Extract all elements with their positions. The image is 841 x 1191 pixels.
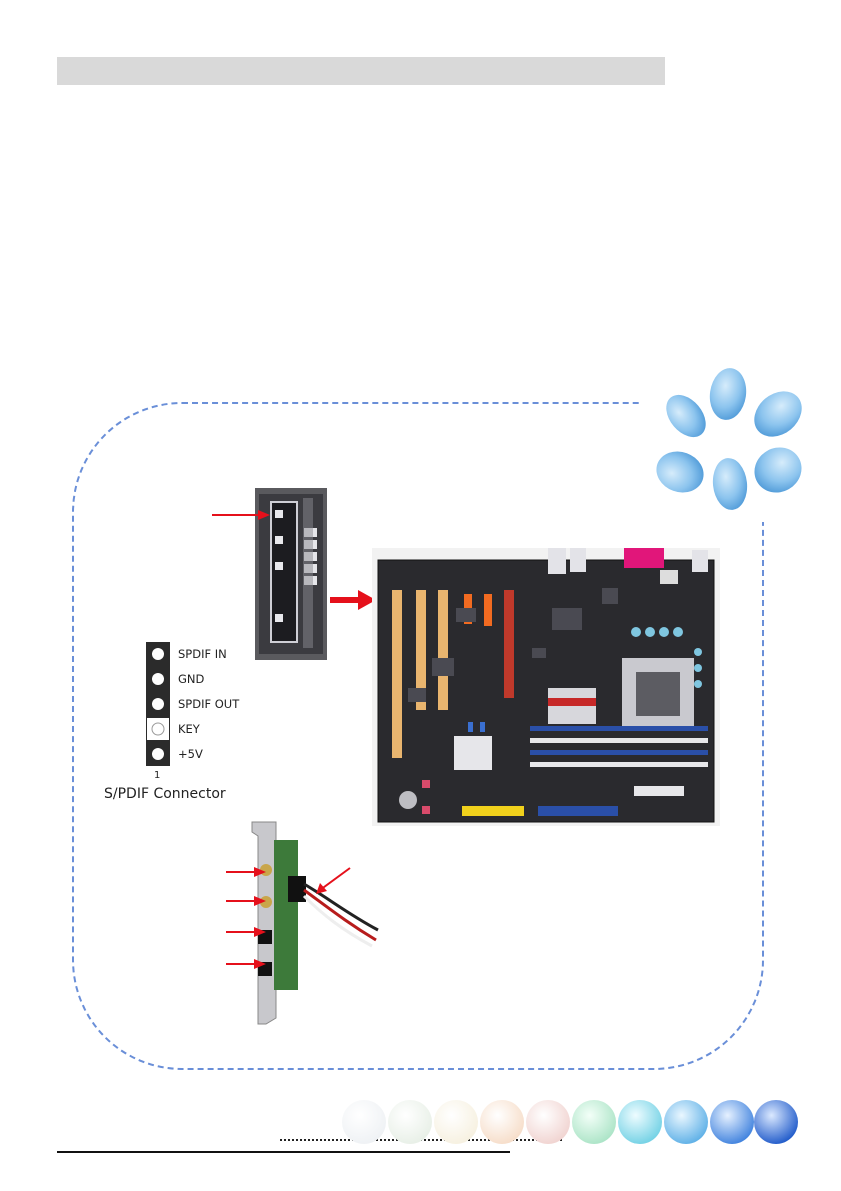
- pin-label-spdif-out: SPDIF OUT: [178, 699, 239, 711]
- spdif-bracket-image: [218, 818, 383, 1028]
- red-arrow-icon: [330, 590, 376, 610]
- red-arrow-icon: [226, 958, 266, 970]
- red-arrow-icon: [212, 508, 270, 522]
- pin-label-5v: +5V: [178, 749, 203, 761]
- flower-icon: [650, 366, 810, 516]
- pin-one-marker: 1: [154, 770, 160, 781]
- bubble-row-icon: [300, 1090, 800, 1150]
- pin-label-spdif-in: SPDIF IN: [178, 649, 227, 661]
- footer-rule: [57, 1151, 510, 1153]
- red-arrow-icon: [226, 895, 266, 907]
- red-arrow-icon: [312, 866, 352, 896]
- motherboard-image: [372, 548, 720, 826]
- pin-label-key: KEY: [178, 724, 200, 736]
- red-arrow-icon: [226, 866, 266, 878]
- red-arrow-icon: [226, 926, 266, 938]
- pin-label-gnd: GND: [178, 674, 204, 686]
- section-header-bar: [57, 57, 665, 85]
- connector-caption: S/PDIF Connector: [104, 786, 226, 802]
